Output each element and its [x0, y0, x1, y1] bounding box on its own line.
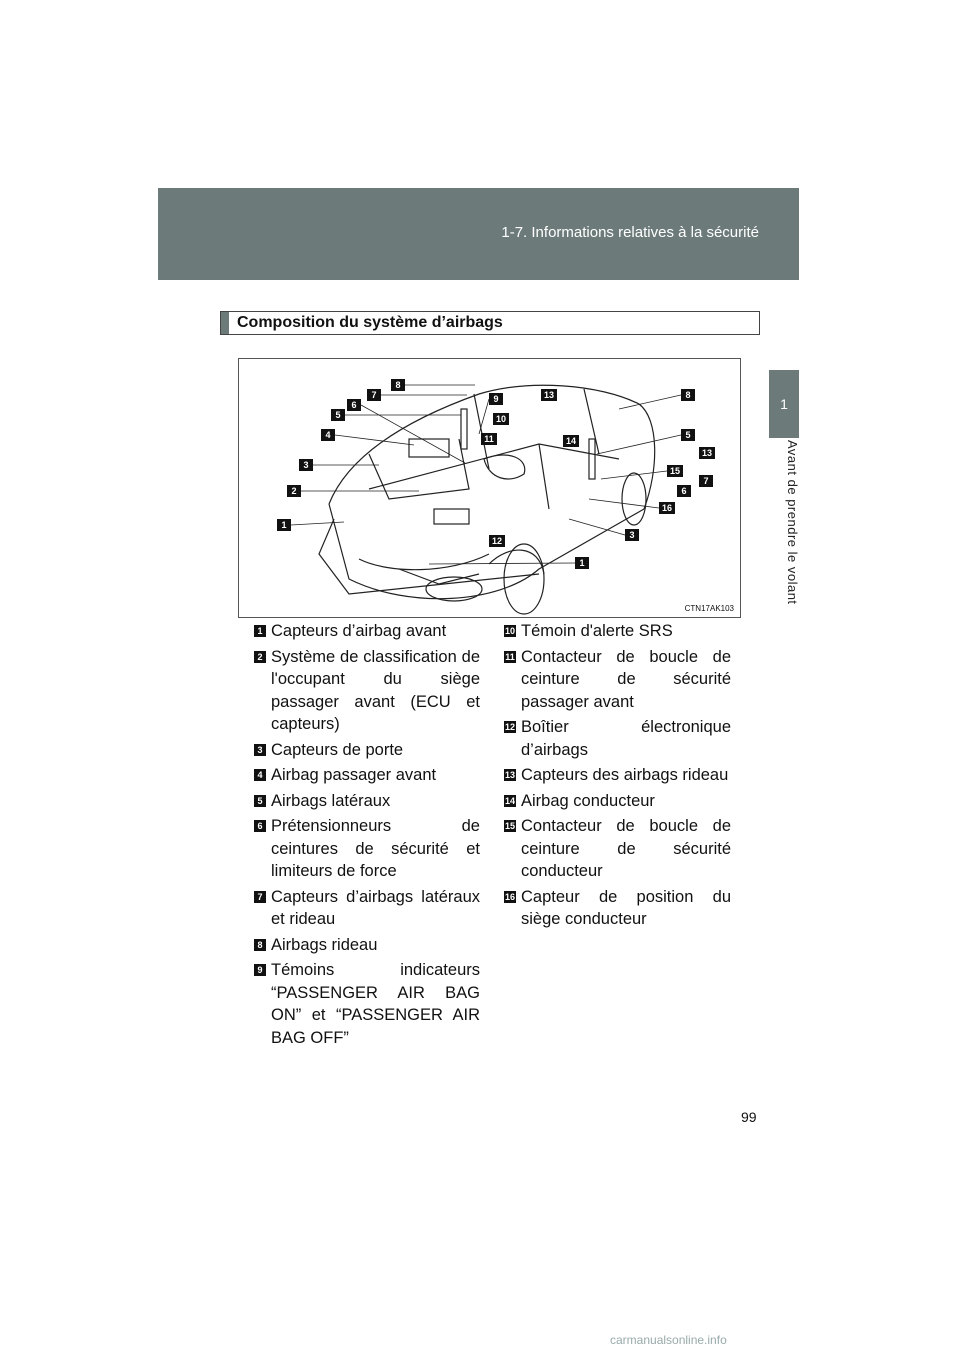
item-number-badge: 12 [504, 721, 516, 733]
airbag-diagram: 1 2 3 4 5 6 7 8 9 10 11 12 13 14 8 5 13 … [238, 358, 741, 618]
list-item: 13 Capteurs des airbags rideau [488, 764, 731, 787]
list-item: 5 Airbags latéraux [238, 790, 480, 813]
item-text: Airbag passager avant [271, 764, 480, 787]
item-text: Capteurs d’airbag avant [271, 620, 480, 643]
list-item: 9 Témoins indicateurs “PASSENGER AIR BAG … [238, 959, 480, 1049]
item-number-badge: 8 [254, 939, 266, 951]
callout-label: 5 [335, 410, 340, 420]
item-number-badge: 15 [504, 820, 516, 832]
list-item: 12 Boîtier électronique d’airbags [488, 716, 731, 761]
callout-label: 1 [281, 520, 286, 530]
car-illustration: 1 2 3 4 5 6 7 8 9 10 11 12 13 14 8 5 13 … [239, 359, 741, 618]
list-item: 7 Capteurs d’airbags latéraux et rideau [238, 886, 480, 931]
item-number-badge: 16 [504, 891, 516, 903]
callout-label: 6 [681, 486, 686, 496]
callout-label: 15 [670, 466, 680, 476]
list-item: 6 Prétensionneurs de ceintures de sécurit… [238, 815, 480, 883]
callout-label: 8 [685, 390, 690, 400]
list-item: 3 Capteurs de porte [238, 739, 480, 762]
callout-label: 7 [371, 390, 376, 400]
chapter-title: Avant de prendre le volant [780, 440, 800, 620]
callout-label: 12 [492, 536, 502, 546]
header-band: 1-7. Informations relatives à la sécurit… [158, 188, 799, 280]
item-number-badge: 9 [254, 964, 266, 976]
item-number-badge: 7 [254, 891, 266, 903]
item-number-badge: 11 [504, 651, 516, 663]
item-text: Contacteur de boucle de ceinture de sécu… [521, 815, 731, 883]
item-number-badge: 3 [254, 744, 266, 756]
figure-code: CTN17AK103 [685, 604, 734, 613]
legend-list-left: 1 Capteurs d’airbag avant 2 Système de cla… [238, 620, 480, 1052]
callout-label: 13 [544, 390, 554, 400]
page-number: 99 [741, 1109, 757, 1125]
callout-label: 1 [579, 558, 584, 568]
item-number-badge: 1 [254, 625, 266, 637]
callout-label: 3 [303, 460, 308, 470]
callout-label: 11 [484, 434, 494, 444]
callout-label: 16 [662, 503, 672, 513]
callout-label: 13 [702, 448, 712, 458]
callout-label: 14 [566, 436, 576, 446]
item-text: Airbags latéraux [271, 790, 480, 813]
item-number-badge: 10 [504, 625, 516, 637]
item-text: Airbag conducteur [521, 790, 731, 813]
list-item: 11 Contacteur de boucle de ceinture de sé… [488, 646, 731, 714]
callout-label: 7 [703, 476, 708, 486]
section-title: 1-7. Informations relatives à la sécurit… [501, 224, 759, 241]
callout-label: 5 [685, 430, 690, 440]
item-text: Airbags rideau [271, 934, 480, 957]
title-accent-bar [221, 312, 229, 334]
callout-label: 2 [291, 486, 296, 496]
watermark: carmanualsonline.info [610, 1333, 727, 1347]
item-text: Prétensionneurs de ceintures de sécurité… [271, 815, 480, 883]
list-item: 16 Capteur de position du siège conducteu… [488, 886, 731, 931]
list-item: 14 Airbag conducteur [488, 790, 731, 813]
item-number-badge: 14 [504, 795, 516, 807]
list-item: 15 Contacteur de boucle de ceinture de sé… [488, 815, 731, 883]
callout-label: 9 [493, 394, 498, 404]
item-number-badge: 6 [254, 820, 266, 832]
callout-label: 4 [325, 430, 330, 440]
item-number-badge: 2 [254, 651, 266, 663]
item-text: Boîtier électronique d’airbags [521, 716, 731, 761]
item-text: Capteurs d’airbags latéraux et rideau [271, 886, 480, 931]
item-text: Témoins indicateurs “PASSENGER AIR BAG O… [271, 959, 480, 1049]
list-item: 10 Témoin d'alerte SRS [488, 620, 731, 643]
callout-label: 6 [351, 400, 356, 410]
item-text: Système de classification de l'occupant … [271, 646, 480, 736]
item-text: Témoin d'alerte SRS [521, 620, 731, 643]
item-text: Contacteur de boucle de ceinture de sécu… [521, 646, 731, 714]
list-item: 8 Airbags rideau [238, 934, 480, 957]
list-item: 4 Airbag passager avant [238, 764, 480, 787]
item-text: Capteurs de porte [271, 739, 480, 762]
item-number-badge: 4 [254, 769, 266, 781]
box-title: Composition du système d’airbags [220, 311, 760, 335]
item-number-badge: 5 [254, 795, 266, 807]
chapter-tab: 1 [769, 370, 799, 438]
item-number-badge: 13 [504, 769, 516, 781]
callout-label: 10 [496, 414, 506, 424]
box-title-text: Composition du système d’airbags [229, 314, 503, 332]
list-item: 1 Capteurs d’airbag avant [238, 620, 480, 643]
item-text: Capteur de position du siège conducteur [521, 886, 731, 931]
callout-label: 3 [629, 530, 634, 540]
callout-label: 8 [395, 380, 400, 390]
list-item: 2 Système de classification de l'occupant… [238, 646, 480, 736]
item-text: Capteurs des airbags rideau [521, 764, 731, 787]
